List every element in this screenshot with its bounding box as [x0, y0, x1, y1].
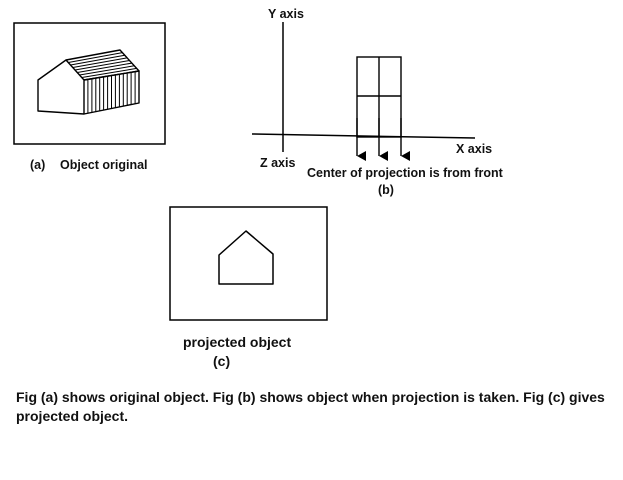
figure-b-description: Center of projection is from front [307, 166, 503, 180]
x-axis-line [251, 133, 476, 139]
hatch-line [81, 67, 137, 78]
figure-b [251, 22, 476, 161]
house-3d-drawing [37, 49, 140, 115]
roof-stripes [68, 52, 137, 78]
projected-pentagon [218, 230, 274, 285]
projection-arrows [356, 118, 410, 161]
z-axis-label: Z axis [260, 156, 296, 170]
wall-stripes [87, 71, 136, 114]
hatch-line [70, 54, 125, 66]
figure-c-frame [169, 206, 328, 321]
y-axis-label: Y axis [268, 7, 304, 21]
figure-a [13, 22, 166, 145]
figure-a-frame [13, 22, 166, 145]
hatch-line [77, 62, 132, 73]
hatch-line [79, 65, 135, 76]
figure-b-tag: (b) [378, 183, 394, 197]
hatch-line [74, 60, 130, 71]
figure-c [169, 206, 328, 321]
figure-a-label: Object original [60, 158, 148, 172]
figure-c-label: projected object [183, 334, 292, 350]
figure-c-tag: (c) [213, 353, 231, 369]
hatch-line [72, 57, 128, 68]
x-axis-label: X axis [456, 142, 493, 156]
figure-caption: Fig (a) shows original object. Fig (b) s… [16, 389, 605, 424]
figure-a-tag: (a) [30, 158, 46, 172]
hatch-line [68, 52, 123, 63]
